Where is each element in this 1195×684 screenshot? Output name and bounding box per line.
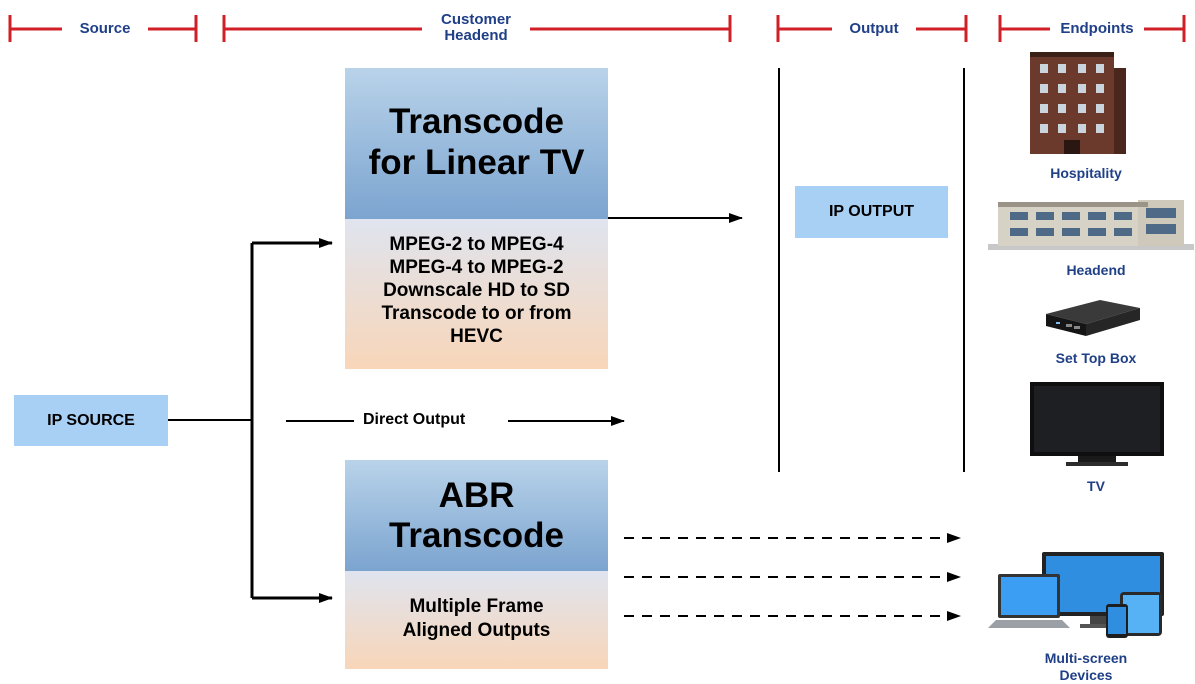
linear-option-1: MPEG-2 to MPEG-4 bbox=[389, 234, 564, 255]
abr-title-line2: Transcode bbox=[388, 516, 565, 555]
header-brackets bbox=[8, 15, 1186, 42]
header-customer-line1: Customer bbox=[440, 11, 511, 28]
header-output: Output bbox=[849, 20, 899, 37]
header-customer-line2: Headend bbox=[444, 27, 508, 44]
header-source: Source bbox=[79, 20, 131, 37]
abr-title-line1: ABR bbox=[438, 476, 515, 515]
multiscreen-devices-icon bbox=[988, 552, 1164, 638]
linear-option-4: Transcode to or from bbox=[381, 303, 572, 324]
linear-transcode-title-box: Transcode for Linear TV bbox=[345, 68, 608, 219]
linear-option-2: MPEG-4 to MPEG-2 bbox=[389, 257, 564, 278]
headend-building-icon bbox=[988, 200, 1194, 250]
header-customer-headend: Customer Headend bbox=[422, 12, 530, 44]
tv-icon bbox=[1030, 382, 1164, 466]
set-top-box-label: Set Top Box bbox=[1055, 350, 1137, 366]
hospitality-label: Hospitality bbox=[1050, 165, 1122, 181]
linear-transcode-options-box: MPEG-2 to MPEG-4 MPEG-4 to MPEG-2 Downsc… bbox=[345, 219, 608, 369]
multiscreen-label-line1: Multi-screen bbox=[1044, 650, 1128, 666]
header-endpoints: Endpoints bbox=[1060, 20, 1134, 37]
abr-transcode-title-box: ABR Transcode bbox=[345, 460, 608, 571]
set-top-box-icon bbox=[1046, 300, 1140, 336]
headend-label: Headend bbox=[1066, 262, 1126, 278]
linear-option-3: Downscale HD to SD bbox=[383, 280, 570, 301]
building-icon bbox=[1030, 52, 1126, 154]
ip-source-box: IP SOURCE bbox=[14, 395, 168, 446]
abr-body-line2: Aligned Outputs bbox=[402, 620, 551, 641]
abr-transcode-options-box: Multiple Frame Aligned Outputs bbox=[345, 571, 608, 669]
ip-output-box: IP OUTPUT bbox=[795, 186, 948, 238]
direct-output-label: Direct Output bbox=[355, 411, 474, 429]
abr-body-line1: Multiple Frame bbox=[409, 596, 544, 617]
linear-title-line1: Transcode bbox=[388, 102, 565, 141]
linear-title-line2: for Linear TV bbox=[368, 143, 585, 182]
multiscreen-label: Multi-screen Devices bbox=[1030, 650, 1142, 684]
linear-option-5: HEVC bbox=[450, 326, 503, 347]
multiscreen-label-line2: Devices bbox=[1059, 667, 1113, 683]
tv-label: TV bbox=[1087, 478, 1105, 494]
